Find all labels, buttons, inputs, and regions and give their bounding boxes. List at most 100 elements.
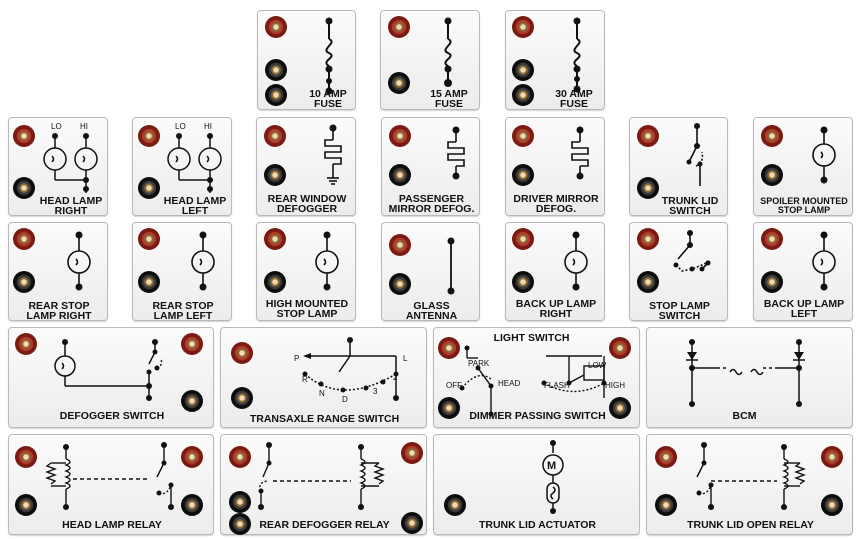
head-lamp-left-panel[interactable]: LO HI HEAD LAMP LEFT: [132, 117, 232, 216]
terminal-red-jack[interactable]: [13, 228, 35, 250]
terminal-black-jack[interactable]: [637, 271, 659, 293]
terminal-red-jack[interactable]: [264, 125, 286, 147]
terminal-red-jack[interactable]: [229, 446, 251, 468]
trunk-lid-open-relay-panel[interactable]: TRUNK LID OPEN RELAY: [646, 434, 853, 535]
terminal-black-jack[interactable]: [389, 164, 411, 186]
terminal-black-jack[interactable]: [229, 491, 251, 513]
lo-label: LO: [175, 122, 186, 131]
fuse-15-amp-panel[interactable]: 15 AMP FUSE: [380, 10, 480, 110]
rear-stop-lamp-left-panel[interactable]: REAR STOP LAMP LEFT: [132, 222, 232, 321]
terminal-red-jack[interactable]: [389, 125, 411, 147]
panel-label: DEFOGGER SWITCH: [59, 410, 165, 422]
terminal-black-jack[interactable]: [438, 397, 460, 419]
terminal-black-jack[interactable]: [13, 271, 35, 293]
terminal-black-jack[interactable]: [512, 164, 534, 186]
panel-label: DIMMER PASSING SWITCH: [469, 410, 606, 422]
terminal-red-jack[interactable]: [265, 16, 287, 38]
terminal-red-jack[interactable]: [761, 125, 783, 147]
glass-antenna-panel[interactable]: GLASS ANTENNA: [381, 222, 480, 321]
lamp-symbol-icon: [506, 223, 606, 322]
terminal-red-jack[interactable]: [389, 234, 411, 256]
position-d-label: D: [342, 395, 348, 404]
terminal-black-jack[interactable]: [264, 271, 286, 293]
terminal-black-jack[interactable]: [609, 397, 631, 419]
terminal-black-jack[interactable]: [15, 494, 37, 516]
rear-window-defogger-panel[interactable]: REAR WINDOW DEFOGGER: [256, 117, 356, 216]
backup-lamp-left-panel[interactable]: BACK UP LAMP LEFT: [753, 222, 853, 321]
head-lamp-right-panel[interactable]: LO HI HEAD LAMP RIGHT: [8, 117, 108, 216]
terminal-black-jack[interactable]: [138, 271, 160, 293]
terminal-black-jack[interactable]: [401, 512, 423, 534]
terminal-black-jack[interactable]: [265, 59, 287, 81]
terminal-black-jack[interactable]: [264, 164, 286, 186]
terminal-red-jack[interactable]: [512, 16, 534, 38]
terminal-black-jack[interactable]: [229, 513, 251, 535]
trunk-lid-actuator-panel[interactable]: M TRUNK LID ACTUATOR: [433, 434, 640, 535]
fuse-10-amp-panel[interactable]: 10 AMP FUSE: [257, 10, 356, 110]
terminal-red-jack[interactable]: [13, 125, 35, 147]
terminal-black-jack[interactable]: [181, 390, 203, 412]
heater-grid-icon: [382, 118, 481, 217]
terminal-red-jack[interactable]: [637, 125, 659, 147]
terminal-black-jack[interactable]: [388, 72, 410, 94]
terminal-red-jack[interactable]: [138, 125, 160, 147]
panel-label: DRIVER MIRROR DEFOG.: [513, 193, 599, 215]
terminal-black-jack[interactable]: [512, 59, 534, 81]
stop-lamp-switch-panel[interactable]: STOP LAMP SWITCH: [629, 222, 728, 321]
terminal-red-jack[interactable]: [438, 337, 460, 359]
transaxle-range-switch-panel[interactable]: P R N D 3 2 L TRANSAXLE RANGE SWITCH: [220, 327, 427, 428]
terminal-red-jack[interactable]: [181, 333, 203, 355]
terminal-red-jack[interactable]: [609, 337, 631, 359]
fuse-30-amp-panel[interactable]: 30 AMP FUSE: [505, 10, 605, 110]
terminal-red-jack[interactable]: [231, 342, 253, 364]
high-mounted-stop-lamp-panel[interactable]: HIGH MOUNTED STOP LAMP: [256, 222, 356, 321]
terminal-black-jack[interactable]: [637, 177, 659, 199]
light-switch-panel[interactable]: LIGHT SWITCH OFF PARK HEAD FLASH LOW HIG…: [433, 327, 640, 428]
terminal-black-jack[interactable]: [821, 494, 843, 516]
terminal-black-jack[interactable]: [389, 273, 411, 295]
head-lamp-relay-panel[interactable]: HEAD LAMP RELAY: [8, 434, 214, 535]
panel-label: REAR WINDOW DEFOGGER: [267, 193, 347, 215]
backup-lamp-right-panel[interactable]: BACK UP LAMP RIGHT: [505, 222, 605, 321]
terminal-red-jack[interactable]: [512, 228, 534, 250]
terminal-red-jack[interactable]: [388, 16, 410, 38]
terminal-red-jack[interactable]: [264, 228, 286, 250]
terminal-black-jack[interactable]: [512, 84, 534, 106]
terminal-black-jack[interactable]: [265, 84, 287, 106]
bcm-panel[interactable]: BCM: [646, 327, 853, 428]
terminal-black-jack[interactable]: [655, 494, 677, 516]
driver-mirror-defog-panel[interactable]: DRIVER MIRROR DEFOG.: [505, 117, 605, 216]
terminal-black-jack[interactable]: [13, 177, 35, 199]
terminal-black-jack[interactable]: [512, 271, 534, 293]
heater-grid-icon: [257, 118, 357, 217]
terminal-black-jack[interactable]: [231, 387, 253, 409]
dual-filament-lamp-icon: LO HI: [9, 118, 109, 217]
trunk-lid-switch-panel[interactable]: TRUNK LID SWITCH: [629, 117, 728, 216]
terminal-black-jack[interactable]: [761, 271, 783, 293]
panel-label: PASSENGER MIRROR DEFOG.: [388, 193, 475, 215]
terminal-red-jack[interactable]: [401, 442, 423, 464]
spoiler-mounted-stop-lamp-panel[interactable]: SPOILER MOUNTED STOP LAMP: [753, 117, 853, 216]
terminal-black-jack[interactable]: [444, 494, 466, 516]
terminal-red-jack[interactable]: [181, 446, 203, 468]
terminal-black-jack[interactable]: [761, 164, 783, 186]
lamp-symbol-icon: [133, 223, 233, 322]
terminal-black-jack[interactable]: [181, 494, 203, 516]
terminal-red-jack[interactable]: [512, 125, 534, 147]
terminal-red-jack[interactable]: [15, 333, 37, 355]
relay-symbol-icon: [9, 435, 215, 536]
rear-stop-lamp-right-panel[interactable]: REAR STOP LAMP RIGHT: [8, 222, 108, 321]
terminal-red-jack[interactable]: [655, 446, 677, 468]
terminal-black-jack[interactable]: [138, 177, 160, 199]
passenger-mirror-defog-panel[interactable]: PASSENGER MIRROR DEFOG.: [381, 117, 480, 216]
terminal-red-jack[interactable]: [138, 228, 160, 250]
terminal-red-jack[interactable]: [637, 228, 659, 250]
light-switch-symbol-icon: OFF PARK HEAD FLASH LOW HIGH: [434, 328, 641, 429]
panel-label: BCM: [732, 410, 757, 422]
rear-defogger-relay-panel[interactable]: REAR DEFOGGER RELAY: [220, 434, 427, 535]
terminal-red-jack[interactable]: [821, 446, 843, 468]
terminal-red-jack[interactable]: [15, 446, 37, 468]
terminal-red-jack[interactable]: [761, 228, 783, 250]
defogger-switch-panel[interactable]: DEFOGGER SWITCH: [8, 327, 214, 428]
panel-label: SPOILER MOUNTED STOP LAMP: [760, 196, 848, 215]
